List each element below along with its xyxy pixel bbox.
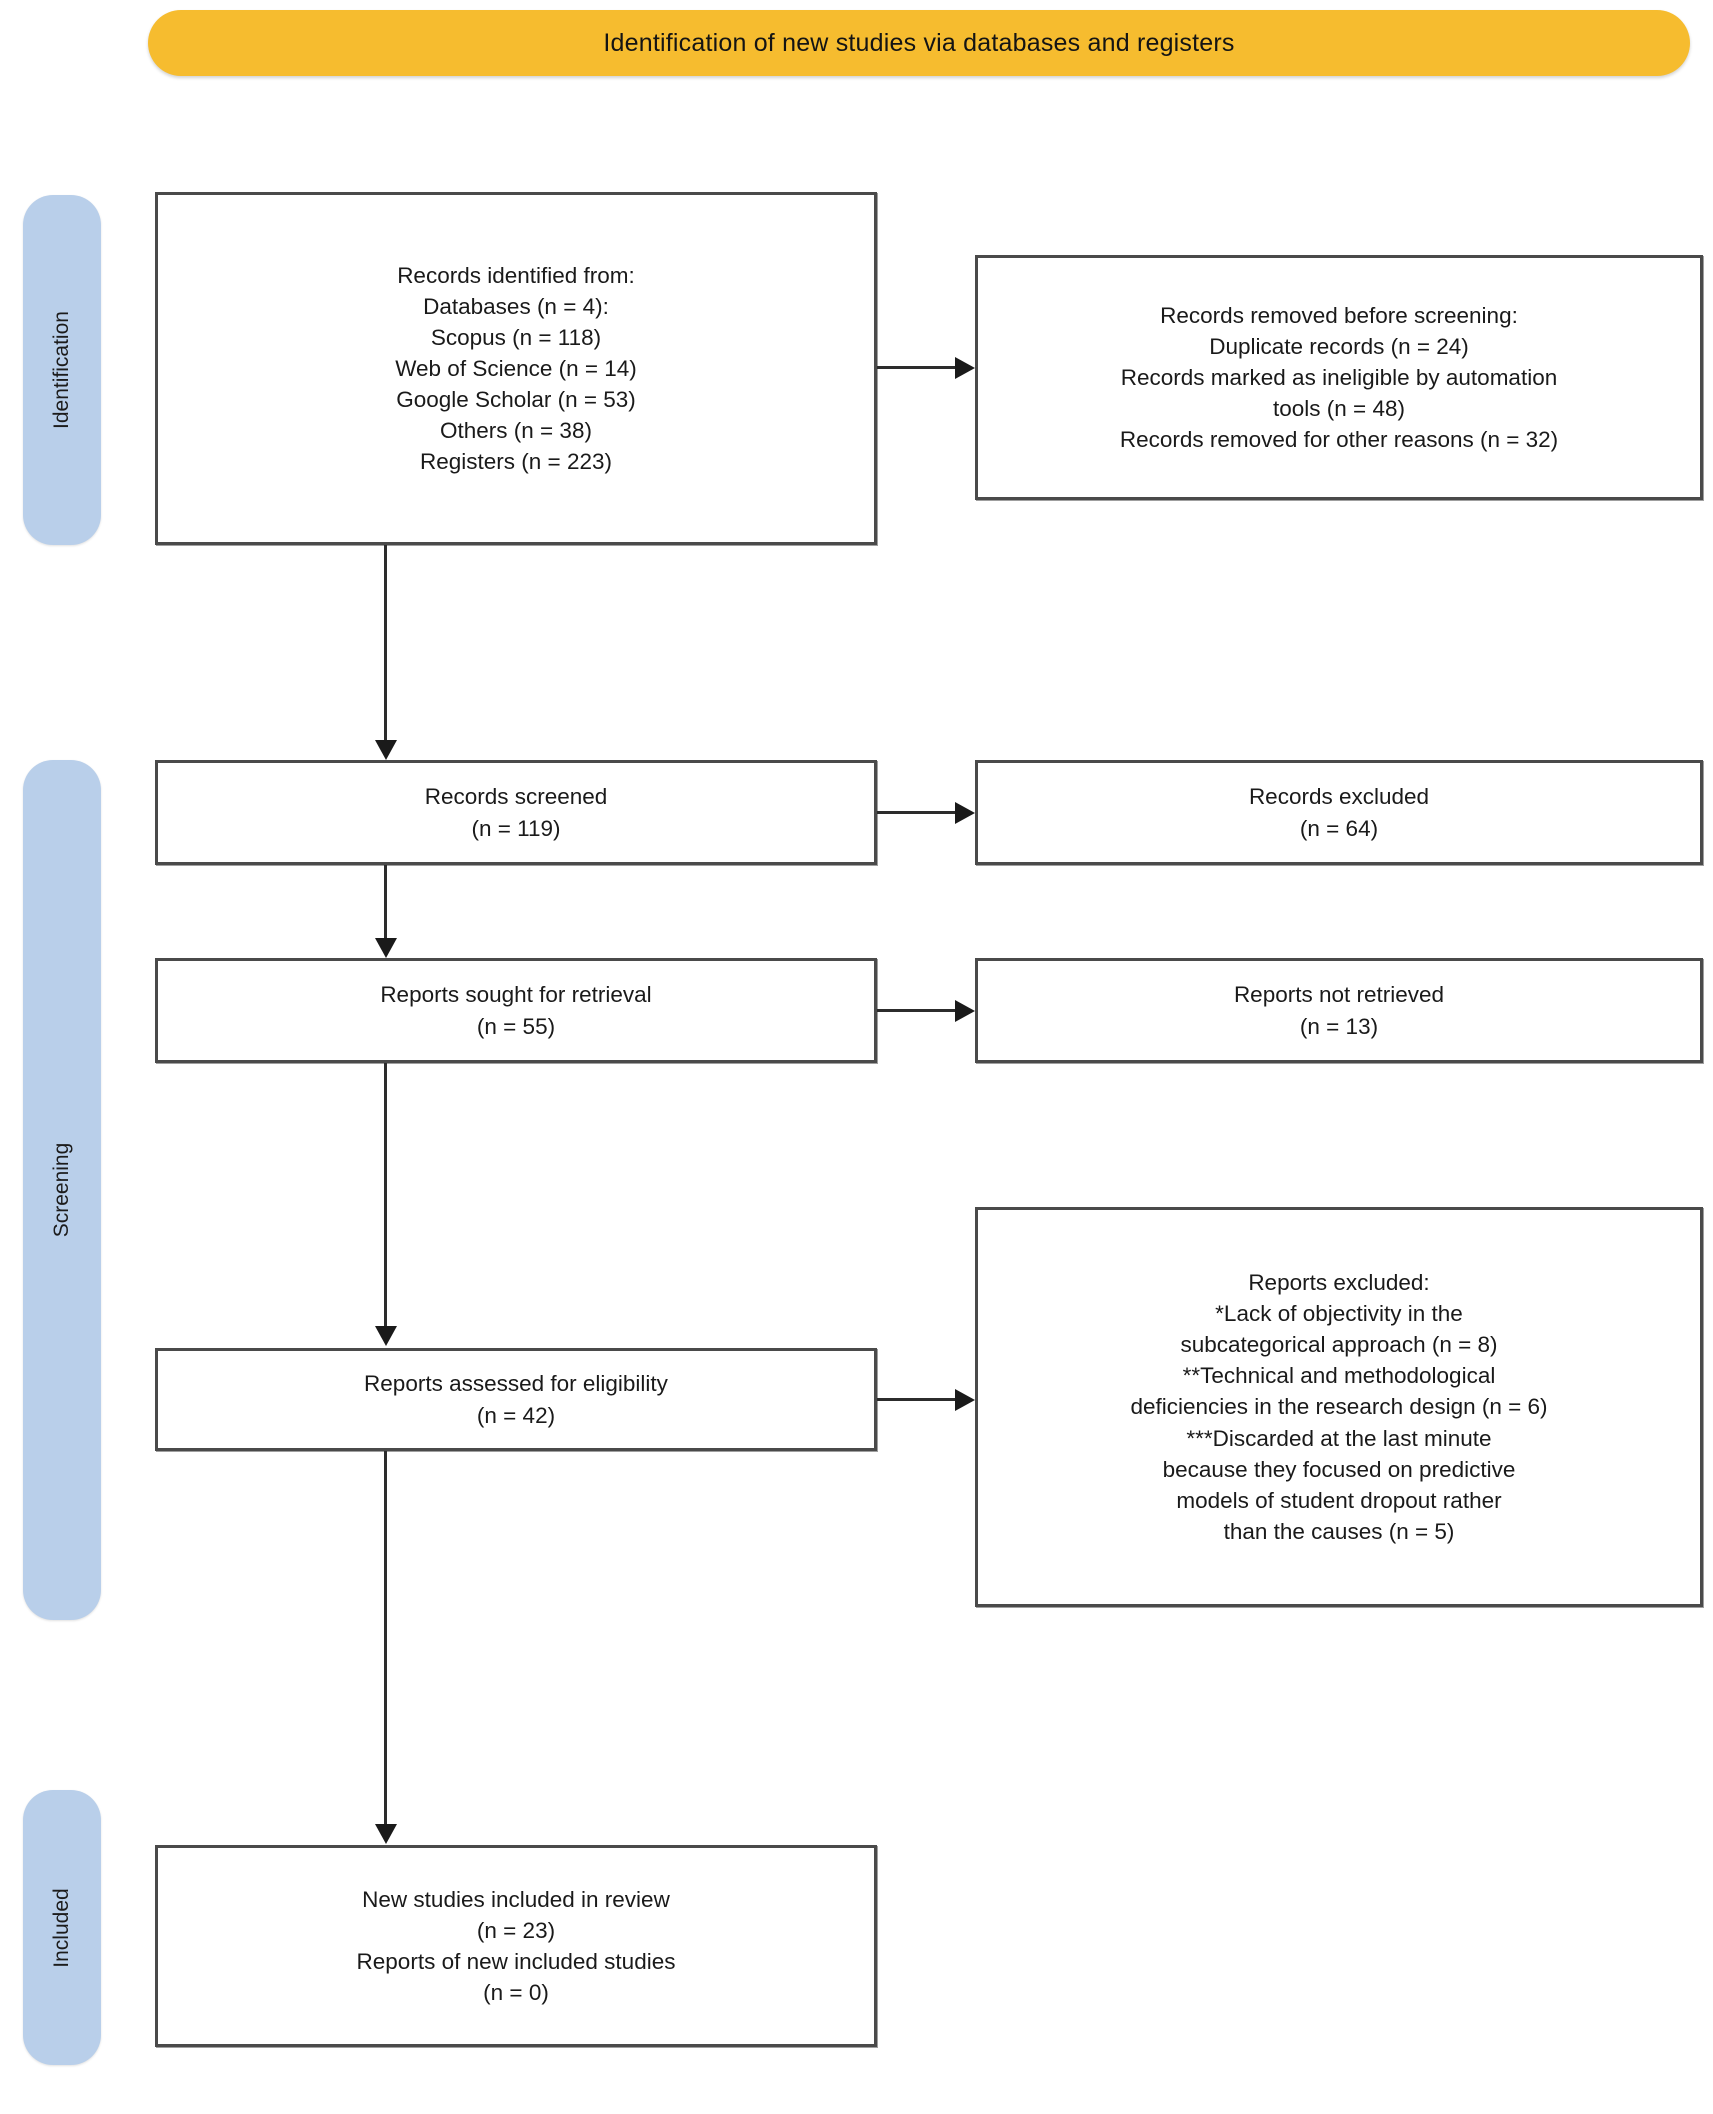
connector-screened-to-excluded [877, 811, 955, 814]
connector-assessed-to-excluded [877, 1398, 955, 1401]
identification-banner: Identification of new studies via databa… [148, 10, 1690, 76]
reports-assessed-box: Reports assessed for eligibility (n = 42… [155, 1348, 877, 1451]
records-identified-text: Records identified from: Databases (n = … [395, 262, 637, 475]
connector-sought-to-not-retrieved [877, 1009, 955, 1012]
arrowhead-sought-to-assessed [375, 1326, 397, 1346]
arrowhead-assessed-to-excluded [955, 1389, 975, 1411]
arrowhead-sought-to-not-retrieved [955, 1000, 975, 1022]
connector-identified-to-screened [384, 545, 387, 740]
banner-title: Identification of new studies via databa… [603, 28, 1235, 57]
stage-label-identification: Identification [50, 311, 73, 429]
stage-label-included: Included [50, 1887, 73, 1968]
studies-included-box: New studies included in review (n = 23) … [155, 1845, 877, 2047]
records-excluded-text: Records excluded (n = 64) [1248, 784, 1430, 841]
stage-sidebar-screening: Screening [23, 760, 101, 1620]
arrowhead-assessed-to-included [375, 1824, 397, 1844]
connector-assessed-to-included [384, 1451, 387, 1824]
connector-identified-to-removed [877, 366, 955, 369]
reports-excluded-text: Reports excluded: *Lack of objectivity i… [1130, 1270, 1548, 1544]
stage-label-screening: Screening [50, 1142, 73, 1238]
stage-sidebar-identification: Identification [23, 195, 101, 545]
reports-sought-text: Reports sought for retrieval (n = 55) [380, 982, 652, 1039]
reports-not-retrieved-text: Reports not retrieved (n = 13) [1233, 982, 1445, 1039]
connector-screened-to-sought [384, 865, 387, 938]
records-screened-text: Records screened (n = 119) [424, 784, 608, 841]
connector-sought-to-assessed [384, 1063, 387, 1326]
records-excluded-box: Records excluded (n = 64) [975, 760, 1703, 865]
reports-sought-box: Reports sought for retrieval (n = 55) [155, 958, 877, 1063]
arrowhead-identified-to-screened [375, 740, 397, 760]
stage-sidebar-included: Included [23, 1790, 101, 2065]
arrowhead-screened-to-excluded [955, 802, 975, 824]
reports-assessed-text: Reports assessed for eligibility (n = 42… [364, 1371, 668, 1428]
studies-included-text: New studies included in review (n = 23) … [356, 1886, 676, 2006]
records-removed-text: Records removed before screening: Duplic… [1119, 302, 1559, 453]
reports-not-retrieved-box: Reports not retrieved (n = 13) [975, 958, 1703, 1063]
arrowhead-identified-to-removed [955, 357, 975, 379]
records-identified-box: Records identified from: Databases (n = … [155, 192, 877, 545]
records-screened-box: Records screened (n = 119) [155, 760, 877, 865]
reports-excluded-box: Reports excluded: *Lack of objectivity i… [975, 1207, 1703, 1607]
records-removed-box: Records removed before screening: Duplic… [975, 255, 1703, 500]
arrowhead-screened-to-sought [375, 938, 397, 958]
